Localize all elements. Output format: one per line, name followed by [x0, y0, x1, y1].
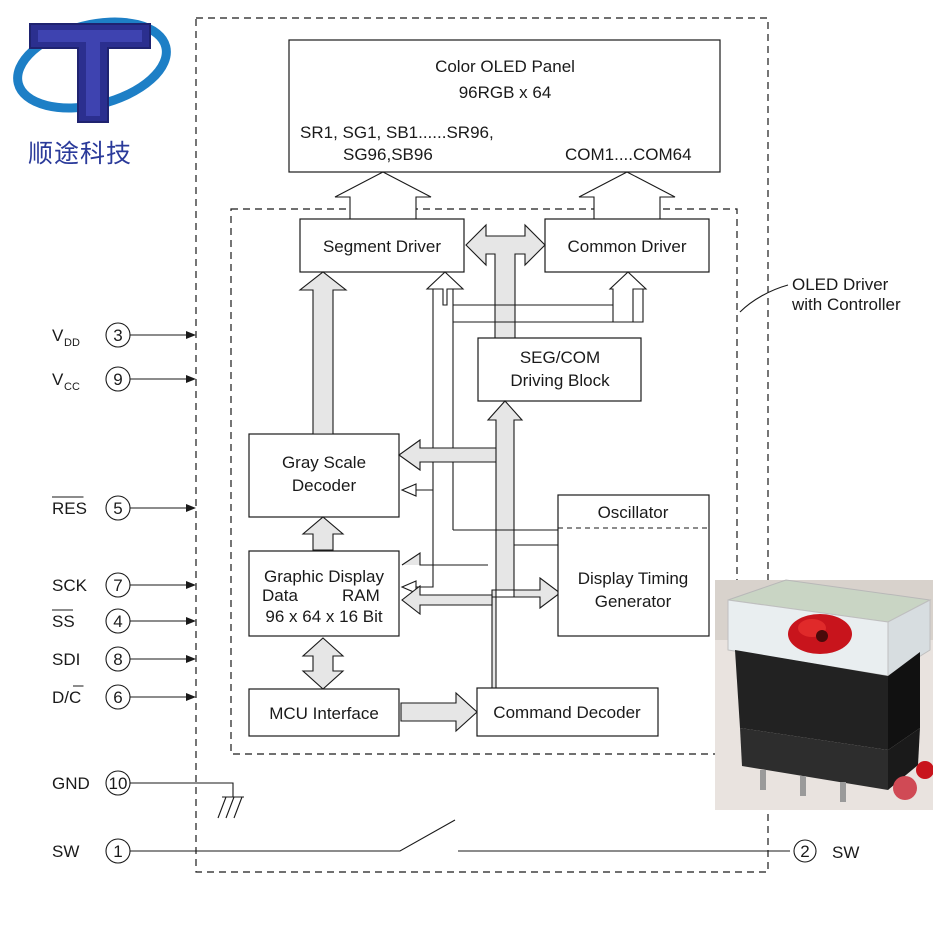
oscillator-label: Oscillator [598, 503, 669, 522]
timing-line-gray [402, 489, 434, 588]
common-pins: COM1....COM64 [565, 145, 692, 164]
timing-arrow-common [608, 271, 648, 323]
ground-symbol [130, 782, 244, 819]
company-name: 顺途科技 [28, 139, 132, 168]
pin-arrowhead [186, 617, 196, 625]
pin-name: V [52, 370, 64, 389]
pin-number: 7 [113, 576, 122, 595]
segment-driver-label: Segment Driver [323, 237, 441, 256]
command-to-ram-bus [401, 551, 488, 566]
command-decoder-block [476, 687, 659, 737]
seg-com-label-line2: Driving Block [510, 371, 610, 390]
driver-label-line2: with Controller [791, 295, 901, 314]
command-bus [398, 400, 561, 689]
driver-label-leader [739, 284, 789, 313]
pin-number-sw-right: 2 [800, 842, 809, 861]
color-oled-panel [288, 39, 721, 173]
pin-arrowhead [186, 331, 196, 339]
timing-arrow-segment [425, 271, 465, 306]
mcu-interface-label: MCU Interface [269, 704, 379, 723]
pin-name: SW [52, 842, 79, 861]
pin-name: V [52, 326, 64, 345]
pin-number: 3 [113, 326, 122, 345]
segment-driver-block [299, 218, 465, 273]
common-driver-label: Common Driver [567, 237, 686, 256]
module-boundary [195, 17, 769, 873]
pin-name-sw-right: SW [832, 843, 859, 862]
gddram-label-line3: 96 x 64 x 16 Bit [265, 607, 382, 626]
timing-line-common [452, 289, 624, 530]
ram-to-gray-bus [301, 516, 345, 551]
gray-scale-label-line1: Gray Scale [282, 453, 366, 472]
pin-name: D/C [52, 688, 81, 707]
driver-label-line1: OLED Driver [792, 275, 889, 294]
mcu-to-command-bus [400, 691, 478, 733]
panel-title: Color OLED Panel [435, 57, 575, 76]
command-to-ram-arrow [401, 584, 493, 616]
gddram-block [248, 550, 400, 637]
pin-number: 10 [109, 774, 128, 793]
pin-arrowhead [186, 581, 196, 589]
pin-name: GND [52, 774, 90, 793]
timing-arrowhead-ram [400, 580, 417, 594]
panel-resolution: 96RGB x 64 [459, 83, 552, 102]
seg-com-label-line1: SEG/COM [520, 348, 600, 367]
pin-number: 4 [113, 612, 122, 631]
gray-scale-decoder-block [248, 433, 400, 518]
mcu-interface-block [248, 688, 400, 737]
driver-interconnect-bus [465, 223, 546, 339]
timing-arrowhead-gray [400, 483, 417, 497]
segment-pins-line1: SR1, SG1, SB1......SR96, [300, 123, 494, 142]
pin-number: 9 [113, 370, 122, 389]
oscillator-timing-block [557, 494, 710, 637]
pin-name-subscript: DD [64, 337, 80, 349]
pin-number: 1 [113, 842, 122, 861]
gddram-label-line1: Graphic Display [264, 567, 384, 586]
pin-number: 5 [113, 499, 122, 518]
pin-name: SS [52, 612, 75, 631]
segment-pins-line2: SG96,SB96 [343, 145, 433, 164]
pin-number: 6 [113, 688, 122, 707]
switch-symbol [130, 819, 790, 852]
pin-name: SCK [52, 576, 88, 595]
gray-to-segment-bus [298, 271, 348, 435]
oled-module-photo [715, 579, 933, 810]
pin-arrowhead [186, 504, 196, 512]
seg-com-driving-block [477, 337, 642, 402]
pin-arrowhead [186, 655, 196, 663]
gddram-label-line2a: Data [262, 586, 298, 605]
company-logo: 顺途科技 [13, 17, 171, 168]
common-driver-block [544, 218, 710, 273]
timing-label-line2: Generator [595, 592, 672, 611]
timing-line-oscillator [453, 529, 558, 546]
common-to-panel-arrow [578, 171, 676, 219]
pin-circle-sw-right [793, 839, 817, 863]
segment-to-panel-arrow [334, 171, 432, 219]
pin-arrowhead [186, 693, 196, 701]
timing-label-line1: Display Timing [578, 569, 689, 588]
pin-number: 8 [113, 650, 122, 669]
gray-scale-label-line2: Decoder [292, 476, 357, 495]
mcu-ram-bus [301, 637, 345, 690]
pin-name-subscript: CC [64, 381, 80, 393]
command-decoder-label: Command Decoder [493, 703, 641, 722]
pin-name: SDI [52, 650, 80, 669]
pin-arrowhead [186, 375, 196, 383]
gddram-label-line2b: RAM [342, 586, 380, 605]
pin-name: RES [52, 499, 87, 518]
